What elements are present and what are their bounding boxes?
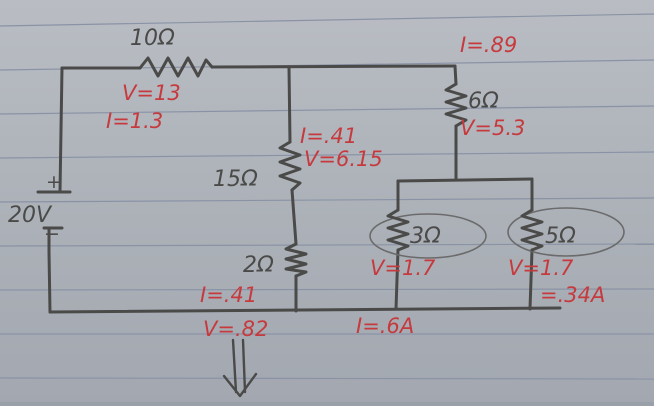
r10-voltage-annotation: V=13 xyxy=(122,81,181,105)
r3-voltage-annotation: V=1.7 xyxy=(370,256,436,280)
battery-voltage-label: 20V xyxy=(8,203,53,228)
resistor-2-ohm: 2Ω xyxy=(243,242,308,278)
circle-mark-5-ohm xyxy=(507,207,625,257)
resistor-3-label: 3Ω xyxy=(410,224,441,249)
r6-current-annotation: I=.89 xyxy=(460,33,517,57)
r5-current-annotation: =.34A xyxy=(540,283,605,307)
resistor-15-ohm: 15Ω xyxy=(213,140,302,192)
battery-20v: + − 20V xyxy=(8,171,72,254)
battery-minus-label: − xyxy=(44,223,60,245)
battery-plus-label: + xyxy=(46,171,62,193)
resistor-5-label: 5Ω xyxy=(545,224,576,249)
resistor-2-label: 2Ω xyxy=(243,253,274,278)
resistor-15-label: 15Ω xyxy=(213,167,258,192)
resistor-5-ohm: 5Ω xyxy=(507,207,625,257)
resistor-10-ohm: 10Ω xyxy=(130,26,214,78)
r2-voltage-annotation: V=.82 xyxy=(203,317,268,341)
r10-current-annotation: I=1.3 xyxy=(106,109,163,133)
r5-voltage-annotation: V=1.7 xyxy=(508,256,574,280)
r15-voltage-annotation: V=6.15 xyxy=(304,147,383,171)
bottom-current-annotation: I=.6A xyxy=(356,314,414,338)
resistor-10-label: 10Ω xyxy=(130,26,175,51)
resistor-6-label: 6Ω xyxy=(468,89,499,114)
circuit-wires xyxy=(47,64,562,398)
r2-current-annotation: I=.41 xyxy=(200,283,257,307)
circle-mark-3-ohm xyxy=(369,213,487,259)
r15-current-annotation: I=.41 xyxy=(300,124,357,148)
r6-voltage-annotation: V=5.3 xyxy=(460,116,525,140)
resistor-3-ohm: 3Ω xyxy=(369,208,487,259)
red-annotations: V=13 I=1.3 I=.41 V=6.15 I=.41 V=.82 I=.8… xyxy=(106,33,605,341)
resistor-6-ohm: 6Ω xyxy=(444,82,499,128)
